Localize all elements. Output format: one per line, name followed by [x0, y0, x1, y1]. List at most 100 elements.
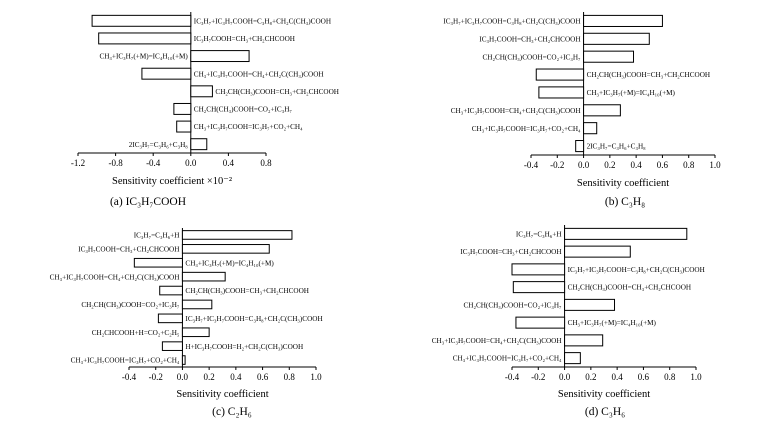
x-tick-label: 0.2 — [604, 160, 615, 170]
reaction-label: IC₃H₇+IC₃H₇COOH=C₃H₈+CH₂C(CH₃)COOH — [194, 17, 331, 25]
bar — [181, 299, 213, 310]
reaction-label: CH₂CH(CH₃)COOH=CO₂+IC₃H₇ — [463, 301, 562, 309]
reaction-label: CH₃+IC₃H₇(+M)=IC₄H₁₀(+M) — [99, 53, 188, 61]
bar — [181, 244, 270, 254]
bar — [161, 341, 183, 351]
x-tick-label: -1.2 — [71, 158, 85, 168]
bar — [515, 316, 566, 329]
reaction-label: IC₃H₇+IC₃H₇COOH=C₃H₈+CH₂C(CH₃)COOH — [443, 18, 580, 26]
x-tick-label: -0.8 — [108, 158, 123, 168]
bar — [181, 327, 210, 338]
x-tick-label: 1.0 — [709, 160, 721, 170]
reaction-label: IC₃H₇COOH=CH₃+CH₂CHCOOH — [78, 245, 179, 253]
x-tick-label: 1.0 — [690, 372, 702, 382]
x-axis-title: Sensitivity coefficient — [558, 389, 650, 400]
x-axis-title: Sensitivity coefficient — [176, 389, 268, 400]
bar — [176, 120, 192, 133]
bar — [512, 281, 566, 294]
reaction-label: CH₃+IC₃H₇COOH=CH₄+CH₂C(CH₃)COOH — [194, 70, 324, 78]
bar — [141, 67, 192, 80]
chart-panel-3: -0.4 -0.2 0.0 0.2 0.4 0.6 0.8 1.0 IC₃H₇=C₃H₆+H IC… — [50, 228, 323, 418]
bar — [538, 86, 585, 99]
x-tick-label: 0.6 — [638, 372, 650, 382]
reaction-label: IC₃H₇=C₃H₆+H — [516, 230, 562, 238]
x-tick-label: 0.0 — [578, 160, 590, 170]
bar — [583, 104, 621, 117]
x-tick-label: 0.4 — [612, 372, 624, 382]
bar — [564, 334, 604, 347]
reaction-label: CH₃+IC₃H₇COOH=IC₃H₇+CO₂+CH₄ — [194, 123, 303, 131]
reaction-label: IC₃H₇+IC₃H₇COOH=C₃H₈+CH₂C(CH₃)COOH — [568, 266, 705, 274]
x-tick-label: -0.4 — [146, 158, 161, 168]
bar — [583, 32, 650, 45]
bar — [564, 352, 581, 365]
bar — [133, 257, 183, 268]
reaction-label: IC₃H₇=C₃H₆+H — [134, 232, 180, 240]
x-tick-label: 0.8 — [260, 158, 272, 168]
x-tick-label: -0.4 — [524, 160, 539, 170]
x-tick-label: -0.4 — [505, 372, 520, 382]
x-tick-label: 0.2 — [204, 372, 215, 382]
bar — [181, 230, 293, 240]
x-tick-label: 0.6 — [657, 160, 669, 170]
x-tick-label: 0.0 — [559, 372, 571, 382]
bar — [98, 32, 192, 45]
bar — [190, 50, 250, 63]
reaction-label: CH₂CH(CH₃)COOH=CH₃+CH₂CHCOOH — [215, 88, 339, 96]
reaction-label: CH₂CH(CH₃)COOH=CH₃+CH₂CHCOOH — [587, 71, 711, 79]
bar — [181, 355, 186, 365]
chart-panel-2: -0.4 -0.2 0.0 0.2 0.4 0.6 0.8 1.0 IC₃H₇+IC₃H₇COO… — [443, 12, 721, 208]
reaction-label: 2IC₃H₇=C₃H₆+C₃H₈ — [587, 143, 647, 151]
x-tick-label: 0.0 — [177, 372, 189, 382]
reaction-label: CH₂CH(CH₃)COOH=CO₂+IC₃H₇ — [194, 106, 293, 114]
bar — [575, 140, 585, 153]
bar — [564, 227, 688, 240]
x-axis-title: Sensitivity coefficient — [577, 178, 669, 189]
bar — [173, 102, 192, 115]
reaction-label: CH₂CH(CH₃)COOH=CH₃+CH₂CHCOOH — [568, 284, 692, 292]
bar — [535, 68, 585, 81]
panel-caption: (d) C₃H₆ — [585, 406, 625, 418]
reaction-label: CH₂CHCOOH+H=CO₂+C₂H₅ — [92, 329, 180, 337]
x-tick-label: -0.2 — [149, 372, 163, 382]
reaction-label: IC₃H₇+IC₃H₇COOH=C₃H₈+CH₂C(CH₃)COOH — [185, 315, 322, 323]
x-tick-label: 1.0 — [310, 372, 322, 382]
reaction-label: IC₃H₇COOH=CH₃+CH₂CHCOOH — [460, 248, 561, 256]
bar — [583, 50, 635, 63]
x-axis-title: Sensitivity coefficient ×10⁻² — [112, 176, 232, 187]
x-tick-label: 0.4 — [631, 160, 643, 170]
reaction-label: IC₃H₇COOH=CH₃+CH₂CHCOOH — [479, 35, 580, 43]
x-tick-label: -0.2 — [550, 160, 564, 170]
bar — [564, 298, 616, 311]
bar — [159, 285, 183, 296]
panel-caption: (a) IC₃H₇COOH — [110, 196, 186, 208]
reaction-label: H+IC₃H₇COOH=H₂+CH₂C(CH₃)COOH — [185, 343, 303, 351]
reaction-label: CH₃+IC₃H₇(+M)=IC₄H₁₀(+M) — [185, 259, 274, 267]
x-tick-label: 0.2 — [585, 372, 596, 382]
reaction-label: CH₃+IC₃H₇(+M)=IC₄H₁₀(+M) — [587, 89, 676, 97]
bar — [511, 263, 566, 276]
bar — [583, 122, 598, 135]
bar — [181, 271, 226, 282]
reaction-label: IC₃H₇COOH=CH₃+CH₂CHCOOH — [194, 35, 295, 43]
reaction-label: CH₃+IC₃H₇(+M)=IC₄H₁₀(+M) — [568, 319, 657, 327]
x-tick-label: 0.8 — [284, 372, 296, 382]
bar — [190, 85, 213, 98]
x-tick-label: 0.8 — [683, 160, 695, 170]
x-tick-label: -0.4 — [122, 372, 137, 382]
reaction-label: CH₂CH(CH₃)COOH=CO₂+IC₃H₇ — [482, 53, 581, 61]
x-tick-label: -0.2 — [531, 372, 545, 382]
x-tick-label: 0.6 — [257, 372, 269, 382]
bar — [91, 14, 192, 27]
x-tick-label: 0.4 — [230, 372, 242, 382]
reaction-label: CH₃+IC₃H₇COOH=IC₃H₇+CO₂+CH₄ — [71, 357, 180, 365]
reaction-label: CH₂CH(CH₃)COOH=CH₃+CH₂CHCOOH — [185, 287, 309, 295]
reaction-label: CH₃+IC₃H₇COOH=CH₄+CH₂C(CH₃)COOH — [50, 273, 180, 281]
reaction-label: CH₃+IC₃H₇COOH=CH₄+CH₂C(CH₃)COOH — [432, 337, 562, 345]
reaction-label: CH₃+IC₃H₇COOH=IC₃H₇+CO₂+CH₄ — [472, 125, 581, 133]
reaction-label: CH₃+IC₃H₇COOH=CH₄+CH₂C(CH₃)COOH — [451, 107, 581, 115]
x-tick-label: 0.4 — [223, 158, 235, 168]
